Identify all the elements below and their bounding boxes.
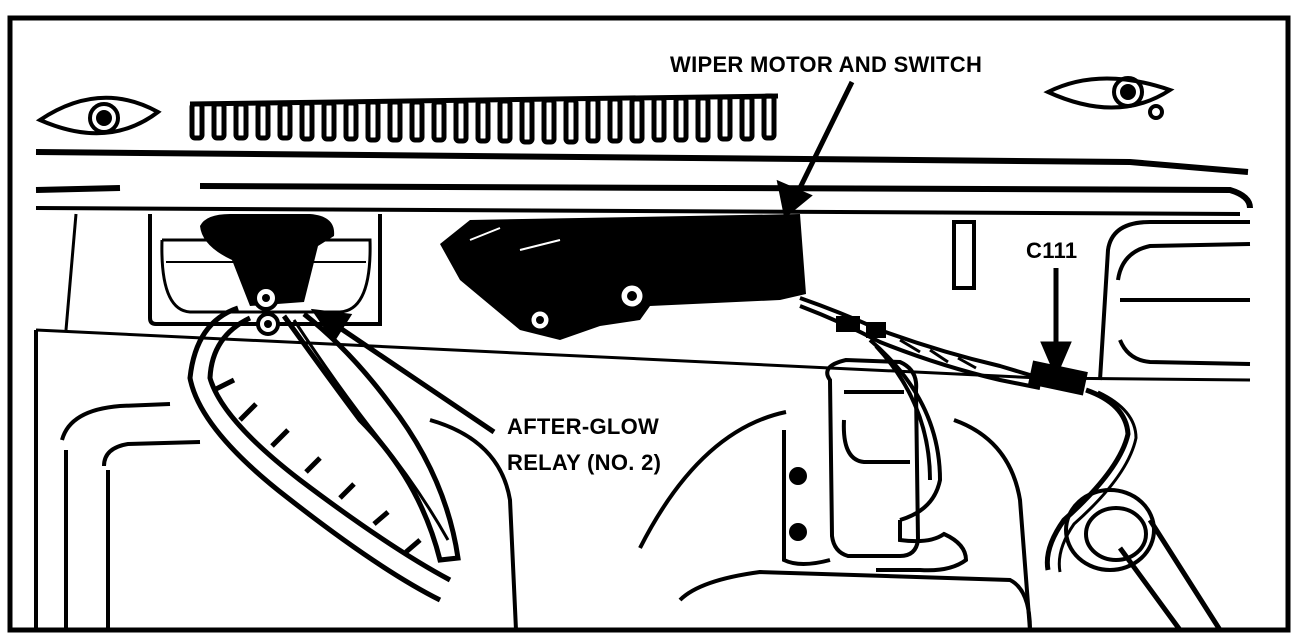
relay-bracket	[64, 213, 382, 331]
wiper-motor-label: WIPER MOTOR AND SWITCH	[670, 52, 983, 77]
right-wiper-pivot	[1043, 76, 1175, 120]
wiper-harness	[799, 296, 1041, 390]
relay-label-line-1: AFTER-GLOW	[507, 414, 660, 439]
diagram-frame	[7, 15, 1291, 633]
c111-connector-label: C111	[1026, 238, 1078, 263]
master-cylinder	[638, 338, 1032, 631]
c111-connector	[1028, 360, 1138, 573]
wiper-motor-arrowhead	[776, 179, 813, 219]
relay-arrow	[338, 325, 496, 435]
left-inner-fender	[34, 330, 518, 631]
right-inner-panel	[952, 220, 1251, 381]
relay-label-line-2: RELAY (NO. 2)	[507, 450, 662, 475]
relay-harness	[187, 305, 461, 603]
vacuum-line	[1064, 488, 1223, 632]
leader-arrows	[310, 80, 1072, 435]
after-glow-relay	[200, 214, 335, 336]
wiper-motor	[440, 214, 806, 340]
left-wiper-pivot	[35, 95, 162, 136]
cowl-vents	[189, 93, 779, 145]
c111-arrowhead	[1040, 341, 1072, 379]
relay-arrowhead	[310, 308, 353, 343]
wiper-motor-arrow	[793, 80, 855, 198]
